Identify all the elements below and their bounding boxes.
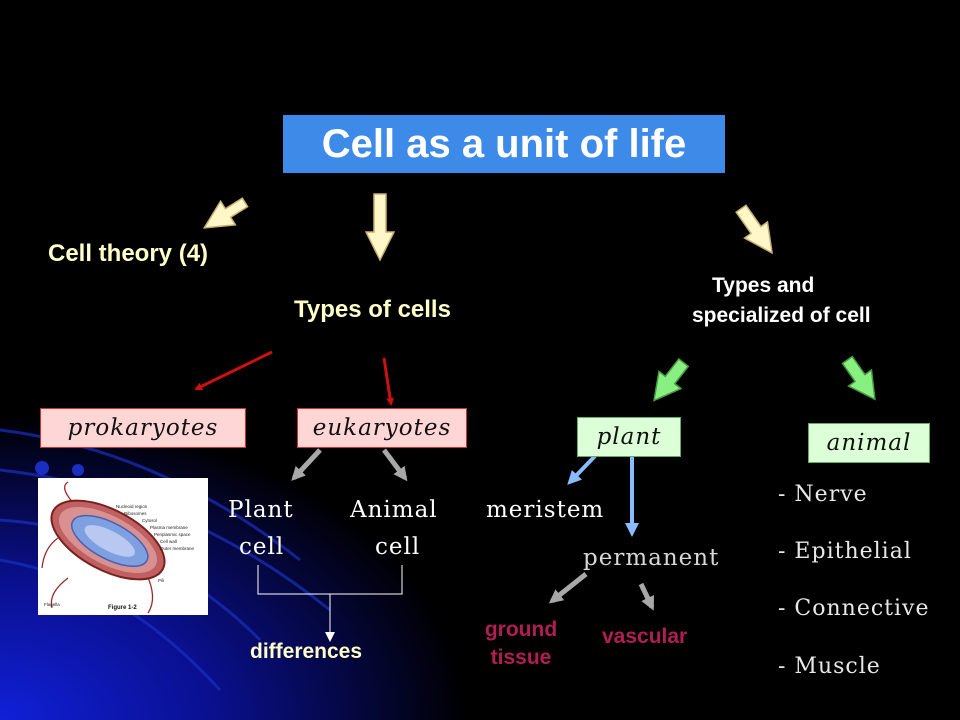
prokaryote-figure: Nucleoid region Ribosomes Cytosol Plasma… <box>38 478 208 615</box>
cell-body <box>50 499 166 581</box>
vascular-label: vascular <box>602 625 688 648</box>
cell-theory-label: Cell theory (4) <box>48 240 209 267</box>
page-title: Cell as a unit of life <box>283 115 725 173</box>
arrow-to-types-specialized <box>735 204 774 255</box>
figure-caption: Figure 1-2 <box>108 605 137 611</box>
differences-bracket <box>257 565 403 636</box>
tissue-muscle: - Muscle <box>778 654 881 679</box>
fig-label: Periplasmic space <box>154 532 191 537</box>
decor-dot <box>35 461 49 475</box>
bacterium-illustration: Nucleoid region Ribosomes Cytosol Plasma… <box>41 481 195 614</box>
fig-label: Pili <box>158 578 164 583</box>
arrow-to-plant <box>653 357 690 402</box>
types-specialized-label-line2: specialized of cell <box>692 304 871 327</box>
fig-label: Nucleoid region <box>116 504 148 509</box>
fig-label: Outer membrane <box>160 546 195 551</box>
ground-tissue-label-line1: ground <box>484 618 558 641</box>
plant-cell-label-line2: cell <box>239 534 285 560</box>
animal-cell-label-line2: cell <box>375 534 421 560</box>
arrow-to-animal <box>841 355 876 401</box>
arrow-to-eukaryotes <box>382 357 395 406</box>
decor-dot <box>72 464 84 476</box>
arrow-to-prokaryotes <box>194 350 273 391</box>
fig-label: Cytosol <box>142 518 157 523</box>
fig-label: Flagella <box>44 602 60 607</box>
types-specialized-label-line1: Types and <box>712 274 815 297</box>
differences-arrowhead <box>325 632 335 642</box>
plant-box: plant <box>577 417 681 457</box>
fig-label: Plasma membrane <box>150 525 188 530</box>
permanent-label: permanent <box>583 545 720 571</box>
animal-box: animal <box>808 423 930 463</box>
arrow-to-meristem <box>567 454 597 485</box>
fig-label: Ribosomes <box>124 511 147 516</box>
arrow-to-vascular <box>638 582 655 611</box>
tissue-connective: - Connective <box>778 596 930 621</box>
arrow-to-ground-tissue <box>548 572 588 604</box>
plant-cell-label-line1: Plant <box>228 497 294 523</box>
differences-label: differences <box>250 640 363 663</box>
prokaryotes-box: prokaryotes <box>40 408 246 448</box>
arrow-to-cell-theory <box>202 197 249 229</box>
types-of-cells-label: Types of cells <box>294 296 451 323</box>
eukaryotes-box: eukaryotes <box>297 408 467 448</box>
fig-label: Cell wall <box>160 539 177 544</box>
animal-cell-label-line1: Animal <box>350 497 438 523</box>
tissue-epithelial: - Epithelial <box>778 539 912 564</box>
arrow-to-types-of-cells <box>364 193 396 262</box>
tissue-nerve: - Nerve <box>778 482 868 507</box>
ground-tissue-label-line2: tissue <box>490 646 552 669</box>
arrow-to-plant-cell <box>291 448 322 481</box>
figure-labels: Nucleoid region Ribosomes Cytosol Plasma… <box>44 504 195 607</box>
meristem-label: meristem <box>486 497 605 523</box>
arrow-to-animal-cell <box>382 448 408 482</box>
